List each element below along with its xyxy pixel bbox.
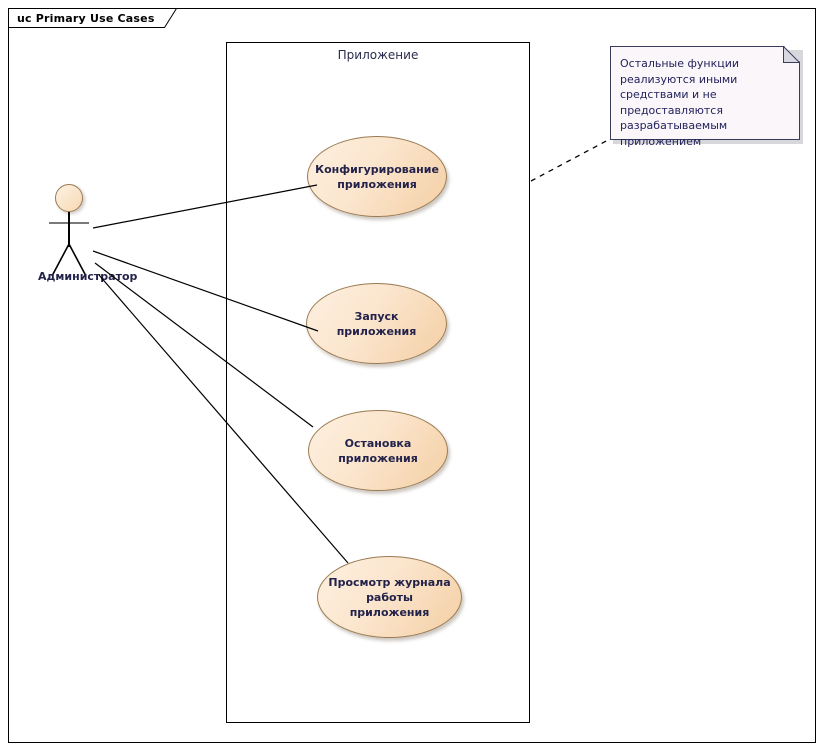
system-boundary-label: Приложение	[337, 48, 419, 62]
note-comment[interactable]: Остальные функции реализуются иными сред…	[610, 46, 803, 148]
usecase-stop[interactable]: Остановка приложения	[308, 410, 448, 491]
diagram-frame-tab: uc Primary Use Cases	[8, 8, 177, 28]
usecase-start-label: Запуск приложения	[336, 309, 417, 338]
note-text: Остальные функции реализуются иными сред…	[620, 57, 740, 148]
note-body	[610, 46, 800, 140]
note-fold-corner-icon	[783, 46, 800, 63]
usecase-view-log[interactable]: Просмотр журнала работы приложения	[317, 556, 462, 638]
actor-administrator[interactable]: Администратор	[38, 182, 137, 283]
usecase-start[interactable]: Запуск приложения	[306, 283, 447, 364]
actor-head-icon	[55, 184, 83, 212]
actor-body-icon	[49, 212, 89, 277]
usecase-view-log-label: Просмотр журнала работы приложения	[328, 575, 451, 619]
diagram-frame-tab-body: uc Primary Use Cases	[8, 8, 177, 28]
diagram-title: uc Primary Use Cases	[17, 11, 155, 25]
usecase-stop-label: Остановка приложения	[338, 436, 418, 465]
actor-label: Администратор	[38, 270, 138, 283]
usecase-configure-label: Конфигурирование приложения	[315, 162, 439, 191]
usecase-configure[interactable]: Конфигурирование приложения	[307, 136, 447, 217]
